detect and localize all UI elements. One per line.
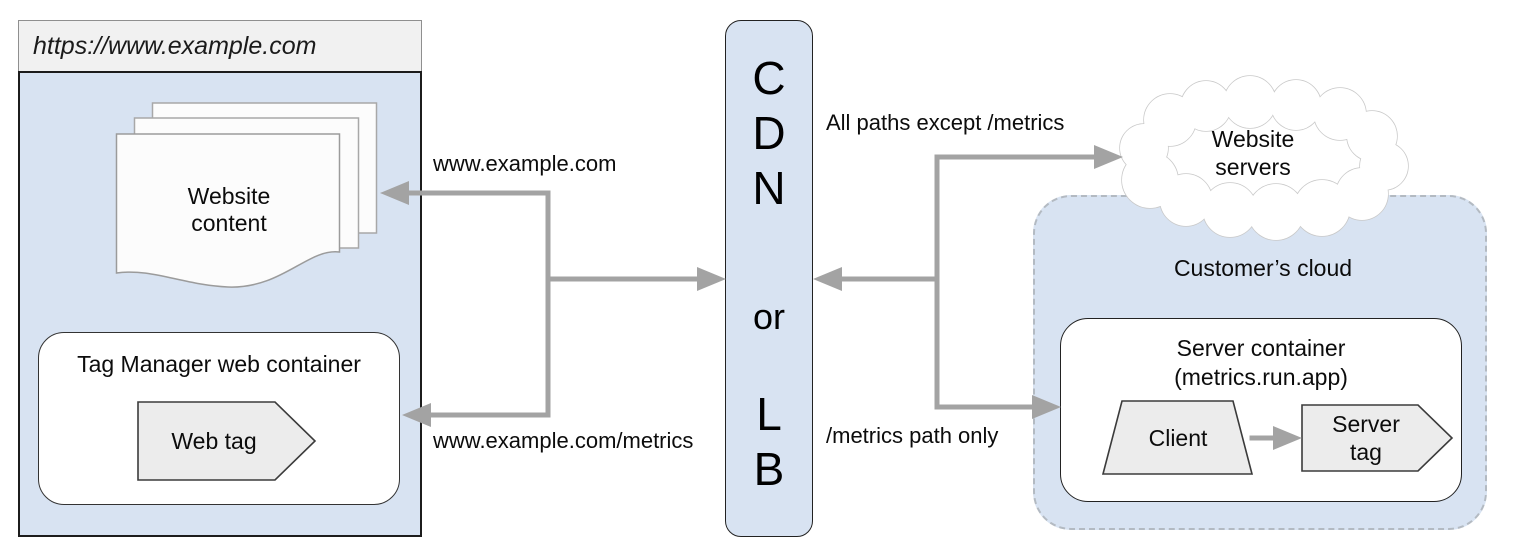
left-connector-arrowheads	[380, 181, 726, 427]
arrowhead-into-cdn-right	[813, 267, 842, 291]
or-label: or	[752, 296, 785, 337]
cdn-label: C D N	[752, 52, 786, 214]
browser-titlebar: https://www.example.com	[18, 20, 422, 72]
edge-label-metrics-only: /metrics path only	[826, 423, 999, 448]
edge-label-www-example-metrics: www.example.com/metrics	[433, 428, 694, 453]
edge-label-www-example: www.example.com	[433, 151, 617, 176]
arrowhead-into-cdn-left	[697, 267, 726, 291]
arrowhead-to-website-servers	[1094, 145, 1123, 169]
cdn-lb-node: C D N or L B	[725, 20, 813, 537]
browser-url-text: https://www.example.com	[33, 31, 317, 60]
server-container-box	[1060, 318, 1462, 502]
website-servers-label: Website servers	[1211, 126, 1295, 180]
tag-manager-container	[38, 332, 400, 505]
edge-label-all-paths: All paths except /metrics	[826, 110, 1065, 135]
lb-label: L B	[753, 388, 785, 495]
left-connector-lines	[406, 190, 700, 418]
